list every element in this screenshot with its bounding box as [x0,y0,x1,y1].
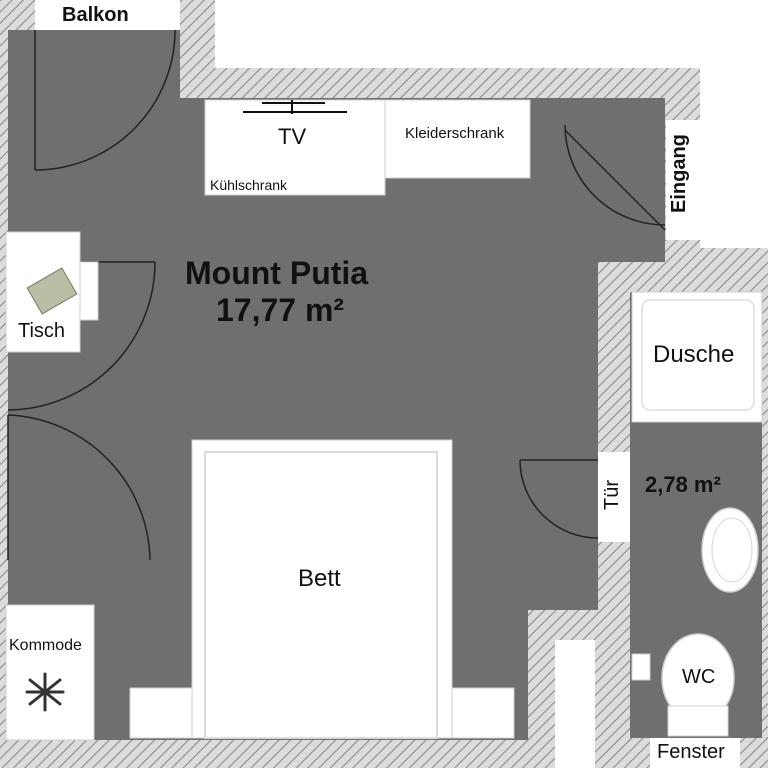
toilet [661,633,735,737]
room-area-main: 17,77 m² [216,292,345,328]
tv-symbol [243,100,347,114]
label-tisch: Tisch [18,320,66,342]
table-decor [26,267,78,315]
toilet-paper [631,653,651,681]
shower-tray [641,299,755,411]
balcony-passage [35,30,180,98]
label-kleiderschrank: Kleiderschrank [405,125,505,142]
label-dusche: Dusche [653,341,735,368]
washbasin-inner [711,517,753,583]
bottom-gap [555,640,595,768]
kleiderschrank-block [384,99,531,179]
label-tv: TV [278,124,307,149]
label-kommode: Kommode [9,637,82,654]
tisch-chair [79,261,99,321]
label-tuer: Tür [601,480,623,510]
label-fenster: Fenster [657,741,725,763]
plant-icon [25,672,65,712]
bed-footboard [129,687,193,739]
label-eingang: Eingang [668,134,690,214]
bed-mattress [204,451,438,739]
bathroom-door-opening [598,452,630,542]
washbasin [701,507,759,593]
main-room-floor [8,30,665,740]
bed-footboard-right [451,687,515,739]
tv-wardrobe-block [204,99,386,196]
label-kuehlschrank: Kühlschrank [210,177,288,193]
room-name-main: Mount Putia [185,255,369,291]
label-bett: Bett [298,565,341,592]
label-wc: WC [682,666,716,688]
label-balkon: Balkon [62,4,129,26]
kommode-block [5,604,95,741]
room-area-bath: 2,78 m² [645,472,721,497]
